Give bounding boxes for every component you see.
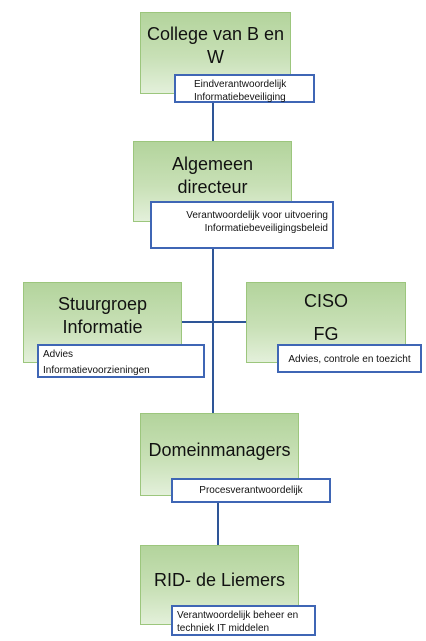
node-title-line: directeur: [177, 177, 248, 197]
note-line: Informatiebeveiligingsbeleid: [204, 223, 328, 234]
node-title-line: W: [207, 47, 224, 67]
note-line: Informatievoorzieningen: [43, 365, 150, 376]
note-directeur: Verantwoordelijk voor uitvoering Informa…: [150, 201, 334, 249]
node-title-line: College van B en: [146, 24, 285, 44]
connector-directeur-domeinmanagers: [212, 249, 214, 413]
note-stuurgroep: Advies Informatievoorzieningen: [37, 344, 205, 378]
connector-domeinmanagers-rid: [217, 503, 219, 545]
node-title: Domeinmanagers: [148, 440, 291, 460]
note-ciso: Advies, controle en toezicht: [277, 344, 422, 373]
node-title-line: Informatie: [62, 317, 143, 337]
connector-college-directeur-lower: [212, 101, 214, 141]
note-line: Procesverantwoordelijk: [199, 485, 303, 496]
node-title: RID- de Liemers: [153, 570, 286, 590]
node-title-line: FG: [313, 324, 339, 344]
note-line: Advies, controle en toezicht: [288, 354, 411, 365]
node-title-line: Algemeen: [171, 154, 254, 174]
note-line: Informatiebeveiliging: [194, 92, 286, 103]
note-line: Verantwoordelijk beheer en: [177, 610, 299, 621]
note-line: Verantwoordelijk voor uitvoering: [186, 210, 328, 221]
note-line: techniek IT middelen: [177, 623, 270, 634]
note-line: Eindverantwoordelijk: [194, 79, 287, 90]
note-domeinmanagers: Procesverantwoordelijk: [171, 478, 331, 503]
node-title-line: Stuurgroep: [57, 294, 148, 314]
note-college: Eindverantwoordelijk Informatiebeveiligi…: [174, 74, 315, 103]
note-line: Advies: [43, 349, 74, 360]
note-rid: Verantwoordelijk beheer en techniek IT m…: [171, 605, 316, 636]
connector-horizontal-advisors: [181, 321, 246, 323]
node-title-line: CISO: [303, 291, 348, 311]
